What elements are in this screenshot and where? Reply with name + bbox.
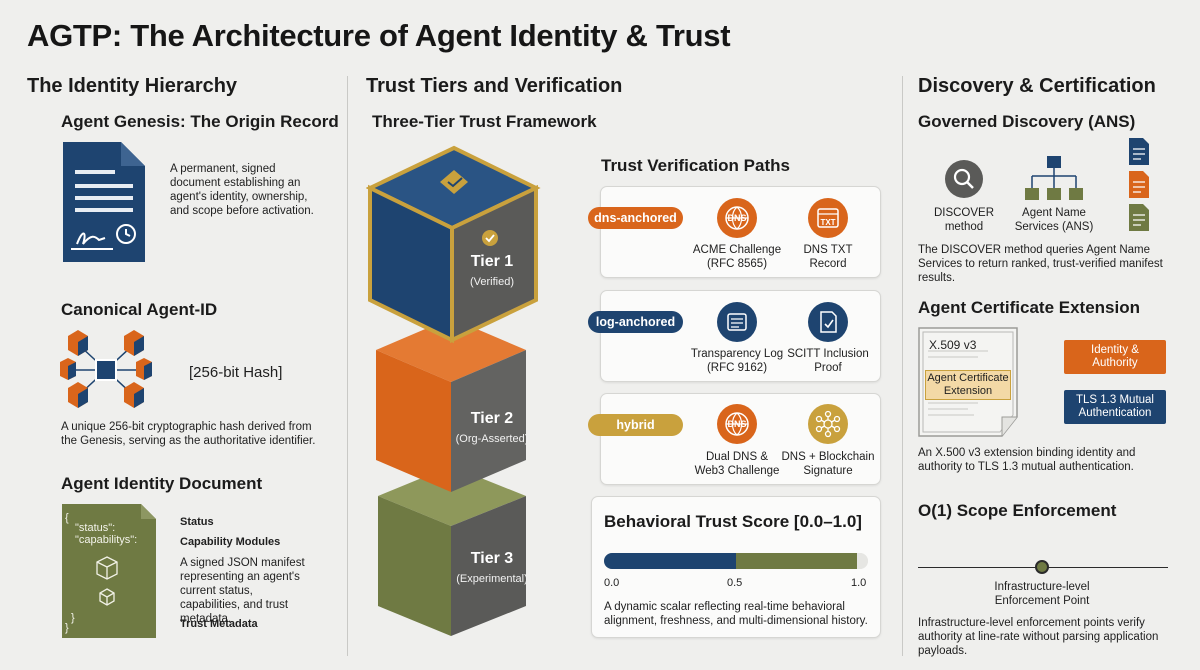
score-segment-rest — [857, 553, 868, 569]
score-segment-low — [604, 553, 736, 569]
tier-1-cube — [365, 145, 541, 344]
magnifier-icon — [945, 160, 983, 198]
trust-metadata-label: Trust Metadata — [180, 618, 258, 630]
acme-challenge-label: ACME Challenge (RFC 8565) — [692, 244, 782, 270]
discovery-title: Discovery & Certification — [918, 75, 1156, 97]
manifest-documents-icon — [1128, 137, 1150, 236]
cert-extension-box — [925, 370, 1011, 400]
hash-network-icon — [60, 328, 152, 417]
tick-1: 1.0 — [851, 577, 867, 589]
txt-record-icon: TXT — [808, 198, 848, 238]
agent-id-title: Canonical Agent-ID — [61, 300, 218, 319]
paths-title: Trust Verification Paths — [601, 156, 790, 175]
tier-1-sublabel: (Verified) — [469, 276, 515, 288]
identity-authority-box: Identity & Authority — [1064, 340, 1166, 374]
transparency-log-label: Transparency Log (RFC 9162) — [690, 348, 784, 374]
ans-title: Governed Discovery (ANS) — [918, 112, 1136, 131]
transparency-log-icon — [717, 302, 757, 342]
capability-modules-label: Capability Modules — [180, 536, 281, 548]
ans-description: The DISCOVER method queries Agent Name S… — [918, 244, 1163, 284]
pill-hybrid: hybrid — [588, 414, 683, 436]
tier-1-label: Tier 1 — [470, 253, 514, 270]
status-label: Status — [180, 516, 214, 528]
page-title: AGTP: The Architecture of Agent Identity… — [27, 18, 731, 53]
behavioral-score-title: Behavioral Trust Score [0.0–1.0] — [604, 512, 862, 531]
tier-3-cube — [378, 466, 526, 636]
tier-2-label: Tier 2 — [470, 410, 514, 427]
code-line: "capabilitys": — [75, 534, 138, 546]
org-tree-icon — [1024, 154, 1086, 211]
identity-hierarchy-title: The Identity Hierarchy — [27, 75, 238, 97]
score-segment-mid — [736, 553, 858, 569]
trust-tiers-title: Trust Tiers and Verification — [366, 75, 623, 97]
scitt-inclusion-label: SCITT Inclusion Proof — [787, 348, 869, 374]
tls-mutual-auth-box: TLS 1.3 Mutual Authentication — [1064, 390, 1166, 424]
code-line: "status": — [75, 522, 116, 534]
cert-title: Agent Certificate Extension — [918, 298, 1140, 317]
pill-dns-anchored: dns-anchored — [588, 207, 683, 229]
identity-document-title: Agent Identity Document — [61, 474, 263, 493]
enforcement-point-icon — [1035, 560, 1049, 574]
dual-dns-icon-text: DNS — [727, 419, 747, 429]
framework-title: Three-Tier Trust Framework — [372, 112, 597, 131]
scope-description: Infrastructure-level enforcement points … — [918, 617, 1159, 657]
blockchain-signature-label: DNS + Blockchain Signature — [781, 451, 875, 477]
tier-3-label: Tier 3 — [470, 550, 514, 567]
dns-icon-text: DNS — [727, 213, 747, 223]
blockchain-icon — [808, 404, 848, 444]
column-divider — [902, 76, 903, 656]
behavioral-score-description: A dynamic scalar reflecting real-time be… — [604, 601, 868, 627]
txt-icon-text: TXT — [820, 218, 836, 227]
genesis-title: Agent Genesis: The Origin Record — [61, 112, 339, 131]
code-line: { — [65, 512, 69, 524]
genesis-description: A permanent, signed document establishin… — [170, 163, 314, 217]
dns-txt-record-label: DNS TXT Record — [803, 244, 853, 270]
code-line: } — [65, 622, 69, 634]
dual-dns-icon: DNS — [717, 404, 757, 444]
hash-label: [256-bit Hash] — [189, 364, 283, 381]
cert-extension-label: Agent Certificate Extension — [927, 372, 1009, 397]
code-line: } — [71, 612, 75, 624]
dual-dns-label: Dual DNS & Web3 Challenge — [694, 451, 780, 477]
identity-document-description: A signed JSON manifest representing an a… — [180, 557, 305, 625]
scitt-proof-icon — [808, 302, 848, 342]
agent-id-description: A unique 256-bit cryptographic hash deri… — [61, 421, 316, 447]
tier-3-sublabel: (Experimental) — [456, 573, 528, 585]
tier-2-cube — [376, 318, 526, 492]
x509-label: X.509 v3 — [929, 338, 977, 352]
json-manifest-icon: { "status": "capabilitys": } } — [61, 503, 157, 639]
ans-label: Agent Name Services (ANS) — [1014, 207, 1094, 233]
enforcement-point-label: Infrastructure-level Enforcement Point — [994, 581, 1090, 607]
dns-globe-icon: DNS — [717, 198, 757, 238]
scope-title: O(1) Scope Enforcement — [918, 501, 1117, 520]
signed-document-icon — [61, 140, 147, 269]
column-divider — [347, 76, 348, 656]
cert-description: An X.500 v3 extension binding identity a… — [918, 447, 1136, 473]
discover-method-label: DISCOVER method — [933, 207, 995, 233]
tick-0: 0.0 — [604, 577, 620, 589]
tier-2-sublabel: (Org-Asserted) — [455, 433, 529, 445]
trust-score-bar — [604, 553, 868, 569]
tier-stack — [365, 140, 566, 655]
pill-log-anchored: log-anchored — [588, 311, 683, 333]
tick-0-5: 0.5 — [727, 577, 743, 589]
